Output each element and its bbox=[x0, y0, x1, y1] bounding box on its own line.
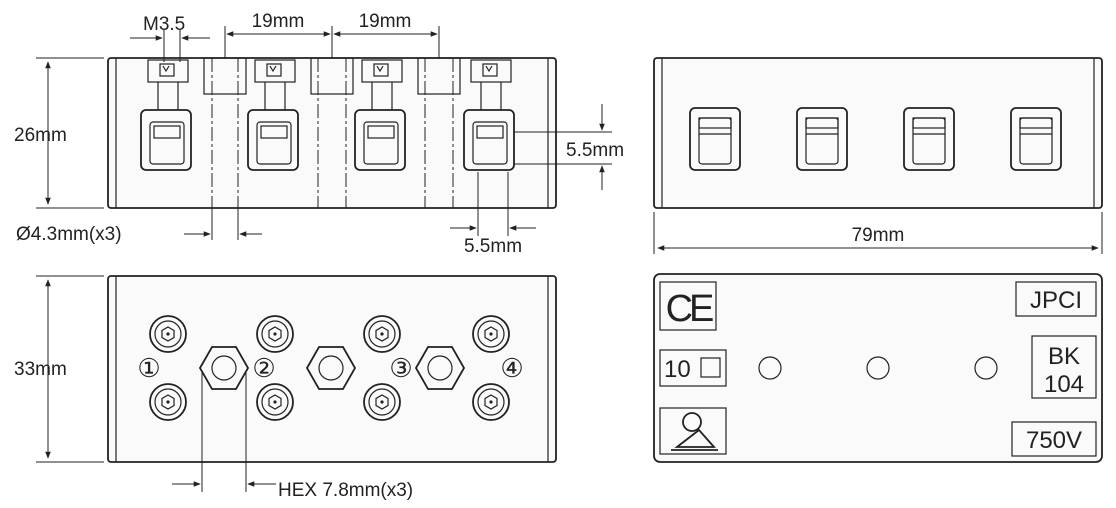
rear-terminal-1 bbox=[689, 107, 741, 171]
front-terminal-4 bbox=[463, 59, 515, 171]
dim-screw: M3.5 bbox=[130, 14, 210, 62]
mounting-hole bbox=[758, 356, 782, 380]
dim-pitch-b-label: 19mm bbox=[359, 11, 412, 32]
mounting-hole bbox=[974, 356, 998, 380]
dim-length: 79mm bbox=[653, 212, 1103, 254]
dim-height-label: 26mm bbox=[14, 125, 67, 146]
dim-slot-height: 5.5mm bbox=[514, 104, 624, 190]
dim-hole: Ø4.3mm(x3) bbox=[16, 208, 262, 245]
front-view: M3.5 19mm 19mm 26mm Ø4.3mm(x3) bbox=[14, 11, 624, 257]
certification-mark bbox=[659, 407, 727, 455]
hex-nut bbox=[414, 346, 466, 390]
ce-mark-label: CE bbox=[666, 288, 713, 330]
screw-head bbox=[256, 383, 294, 421]
screw-head bbox=[472, 315, 510, 353]
front-terminal-3 bbox=[354, 59, 406, 171]
screw-head bbox=[149, 315, 187, 353]
dim-slot-width: 5.5mm bbox=[450, 172, 536, 257]
front-terminal-1 bbox=[140, 59, 192, 171]
dim-hex-label: HEX 7.8mm(x3) bbox=[278, 480, 413, 501]
amp-rating-label: 10 bbox=[664, 356, 691, 383]
screw-head bbox=[472, 383, 510, 421]
position-label-3: ③ bbox=[389, 353, 412, 383]
hex-nut bbox=[198, 346, 250, 390]
model-mark: BK 104 bbox=[1031, 335, 1097, 399]
top-view: ① ② ③ ④ 33mm HEX 7.8mm(x3) bbox=[14, 275, 557, 501]
dim-height: 26mm bbox=[14, 57, 104, 209]
brand-mark: JPCI bbox=[1015, 281, 1097, 317]
front-terminal-2 bbox=[247, 59, 299, 171]
voltage-label: 750V bbox=[1026, 427, 1082, 454]
dim-length-label: 79mm bbox=[852, 225, 905, 246]
hex-nuts bbox=[198, 346, 466, 390]
ce-mark: CE bbox=[659, 281, 717, 331]
position-labels: ① ② ③ ④ bbox=[137, 353, 523, 383]
rear-view: 79mm bbox=[653, 57, 1103, 254]
screw-head bbox=[149, 383, 187, 421]
mounting-holes bbox=[758, 356, 998, 380]
rear-terminal-4 bbox=[1010, 107, 1062, 171]
dim-depth-label: 33mm bbox=[14, 359, 67, 380]
dim-screw-label: M3.5 bbox=[143, 14, 185, 35]
front-view-body bbox=[107, 57, 557, 209]
position-label-2: ② bbox=[252, 353, 275, 383]
dim-hex: HEX 7.8mm(x3) bbox=[172, 372, 413, 501]
model-line2: 104 bbox=[1044, 371, 1084, 398]
dim-slot-height-label: 5.5mm bbox=[566, 140, 624, 161]
dim-hole-label: Ø4.3mm(x3) bbox=[16, 224, 122, 245]
screw-heads bbox=[149, 315, 510, 421]
screw-head bbox=[363, 315, 401, 353]
rear-terminal-2 bbox=[796, 107, 848, 171]
dim-pitch-a-label: 19mm bbox=[252, 11, 305, 32]
model-line1: BK bbox=[1048, 343, 1080, 370]
dim-pitch-a: 19mm bbox=[224, 11, 333, 58]
mounting-hole bbox=[866, 356, 890, 380]
brand-label: JPCI bbox=[1030, 287, 1082, 314]
hex-nut bbox=[305, 346, 357, 390]
position-label-1: ① bbox=[137, 353, 160, 383]
voltage-mark: 750V bbox=[1011, 421, 1097, 457]
screw-head bbox=[363, 383, 401, 421]
screw-head bbox=[256, 315, 294, 353]
dim-slot-width-label: 5.5mm bbox=[464, 236, 522, 257]
dim-depth: 33mm bbox=[14, 275, 104, 463]
rear-terminal-3 bbox=[903, 107, 955, 171]
amp-rating: 10 bbox=[659, 349, 727, 387]
position-label-4: ④ bbox=[500, 353, 523, 383]
dim-pitch-b: 19mm bbox=[333, 11, 440, 58]
bottom-view: CE JPCI 10 BK 104 bbox=[653, 273, 1103, 463]
